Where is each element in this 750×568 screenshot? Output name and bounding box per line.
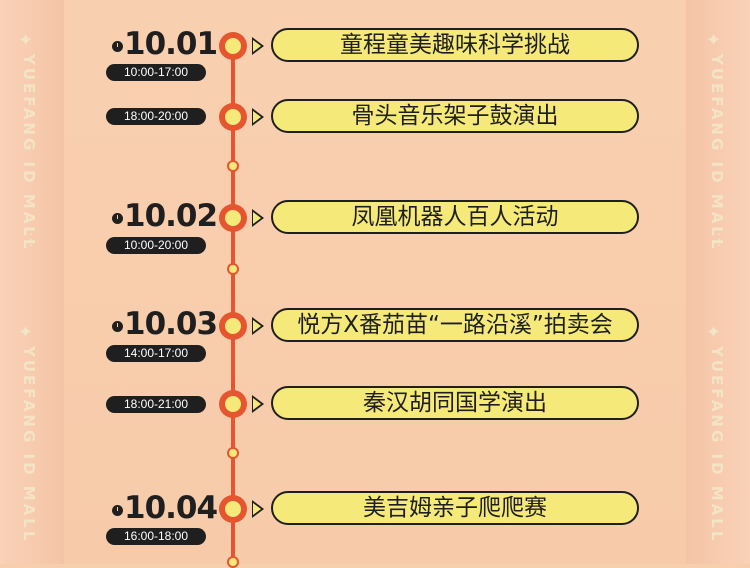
event-pill[interactable]: 美吉姆亲子爬爬赛 xyxy=(271,491,639,525)
event-pill[interactable]: 悦方X番茄苗“一路沿溪”拍卖会 xyxy=(271,308,639,342)
brand-vertical-text: YUEFANG ID MALL xyxy=(708,346,726,544)
star-icon: ✦ xyxy=(18,322,34,343)
timeline-dot xyxy=(227,160,239,172)
timeline-node xyxy=(219,103,247,131)
pointer-arrow-icon xyxy=(252,395,264,413)
event-pill[interactable]: 秦汉胡同国学演出 xyxy=(271,386,639,420)
clock-icon xyxy=(112,505,123,516)
event-pill[interactable]: 童程童美趣味科学挑战 xyxy=(271,28,639,62)
time-badge: 10:00-17:00 xyxy=(106,64,206,81)
timeline-spine xyxy=(231,40,235,564)
timeline-node xyxy=(219,390,247,418)
timeline-node xyxy=(219,32,247,60)
star-icon: ✦ xyxy=(18,30,34,51)
time-badge: 18:00-20:00 xyxy=(106,108,206,125)
pointer-arrow-icon xyxy=(252,209,264,227)
event-pill[interactable]: 骨头音乐架子鼓演出 xyxy=(271,99,639,133)
date-label: 10.03 xyxy=(124,306,218,342)
time-badge: 14:00-17:00 xyxy=(106,345,206,362)
brand-vertical-text: YUEFANG ID MALL xyxy=(708,54,726,252)
brand-vertical-text: YUEFANG ID MALL xyxy=(20,346,38,544)
schedule-panel xyxy=(64,0,686,564)
right-decor-strip: ✦ YUEFANG ID MALL ··· ✦ YUEFANG ID MALL xyxy=(686,0,750,564)
date-label: 10.04 xyxy=(124,490,218,526)
pointer-arrow-icon xyxy=(252,108,264,126)
ellipsis-decor: ··· xyxy=(710,232,726,249)
pointer-arrow-icon xyxy=(252,500,264,518)
ellipsis-decor: ··· xyxy=(22,232,38,249)
clock-icon xyxy=(112,41,123,52)
time-badge: 10:00-20:00 xyxy=(106,237,206,254)
brand-vertical-text: YUEFANG ID MALL xyxy=(20,54,38,252)
date-label: 10.02 xyxy=(124,198,218,234)
clock-icon xyxy=(112,213,123,224)
time-badge: 18:00-21:00 xyxy=(106,396,206,413)
timeline-dot xyxy=(227,556,239,568)
timeline-node xyxy=(219,495,247,523)
date-label: 10.01 xyxy=(124,26,218,62)
clock-icon xyxy=(112,321,123,332)
left-decor-strip: ✦ YUEFANG ID MALL ··· ✦ YUEFANG ID MALL xyxy=(0,0,64,564)
timeline-dot xyxy=(227,447,239,459)
timeline-node xyxy=(219,312,247,340)
event-pill[interactable]: 凤凰机器人百人活动 xyxy=(271,200,639,234)
pointer-arrow-icon xyxy=(252,37,264,55)
star-icon: ✦ xyxy=(706,322,722,343)
timeline-dot xyxy=(227,263,239,275)
time-badge: 16:00-18:00 xyxy=(106,528,206,545)
timeline-node xyxy=(219,204,247,232)
pointer-arrow-icon xyxy=(252,317,264,335)
star-icon: ✦ xyxy=(706,30,722,51)
